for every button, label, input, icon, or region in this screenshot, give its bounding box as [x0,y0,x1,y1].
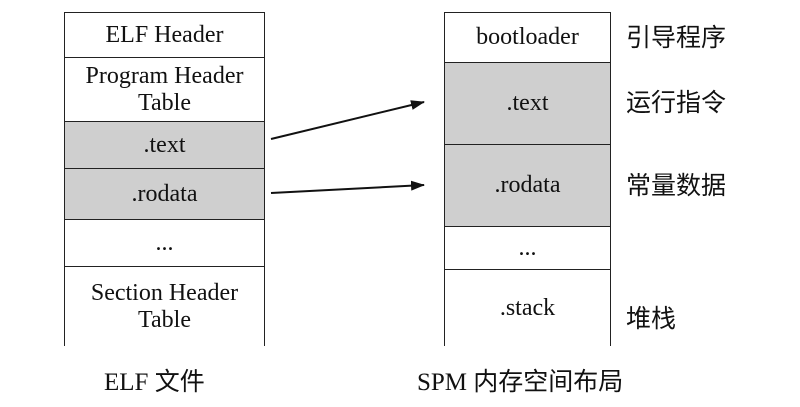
text-annotation: 运行指令 [626,88,727,117]
elf-ellipsis-segment: ... [64,219,265,266]
elf-file-caption: ELF 文件 [104,369,205,396]
rodata-annotation: 常量数据 [626,171,727,200]
spm-ellipsis-label: ... [518,234,537,261]
spm-ellipsis-segment: ... [444,226,611,269]
elf-text-label: .text [143,131,186,158]
stack-annotation: 堆栈 [626,304,677,333]
section-header-table-label: Section Header Table [90,279,239,333]
bootloader-label: bootloader [476,24,579,50]
elf-rodata-segment: .rodata [64,168,265,219]
text-mapping-arrow [270,100,425,140]
elf-rodata-label: .rodata [131,180,198,207]
rodata-mapping-arrow [270,180,425,194]
elf-header-segment: ELF Header [64,12,265,57]
elf-text-segment: .text [64,121,265,168]
stack-segment: .stack [444,269,611,346]
program-header-table-label: Program Header Table [85,62,244,116]
stack-label: .stack [499,294,556,321]
section-header-table-segment: Section Header Table [64,266,265,346]
spm-rodata-label: .rodata [494,172,561,198]
program-header-table-segment: Program Header Table [64,57,265,121]
spm-rodata-segment: .rodata [444,144,611,226]
elf-file-stack: ELF Header Program Header Table .text .r… [64,12,265,346]
spm-text-segment: .text [444,62,611,144]
bootloader-segment: bootloader [444,12,611,62]
spm-memory-stack: bootloader .text .rodata ... .stack [444,12,611,346]
elf-ellipsis-label: ... [155,229,174,256]
elf-header-label: ELF Header [105,21,224,48]
spm-text-label: .text [506,90,549,116]
bootloader-annotation: 引导程序 [626,23,727,52]
spm-layout-caption: SPM 内存空间布局 [417,369,624,396]
